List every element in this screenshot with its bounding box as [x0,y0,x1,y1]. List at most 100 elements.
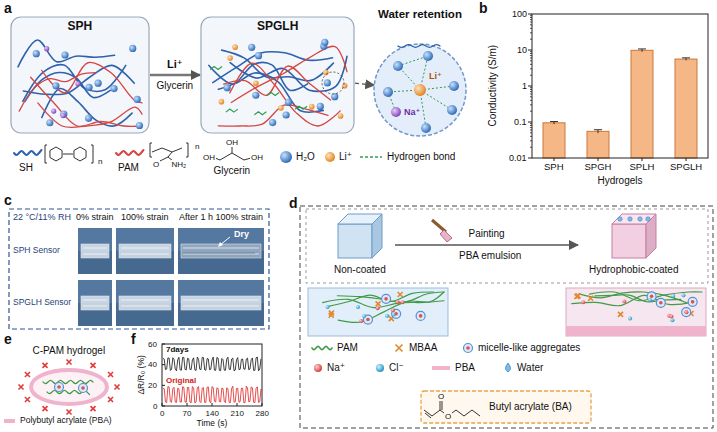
bond [425,413,431,418]
water-molecule [393,61,403,71]
tick [212,403,213,406]
tick [187,403,188,406]
legend-micelle [464,344,473,353]
tick-label: 40 [147,360,158,369]
panel-letter: a [3,0,13,16]
minor-tick [530,17,532,18]
signal-trace [163,386,261,403]
cube: Hydrophobic-coated [578,212,690,278]
plot-frame [162,344,262,406]
legend-label: PAM [117,162,140,174]
water-molecule [129,45,136,52]
minor-tick [530,129,532,130]
chloride-ion [670,318,674,322]
tick [528,86,532,87]
photo [78,280,112,326]
pam-chain [31,77,142,126]
micelle-core [81,386,85,390]
bond [440,401,441,410]
legend-sphere [376,364,384,372]
bar [587,131,609,158]
tick-label: 0 [159,409,165,418]
lithium-ion [278,105,284,111]
sh-chain [42,88,132,126]
arrow-label: PBA emulsion [458,250,522,262]
tick [162,385,165,386]
pba-marker [115,385,120,390]
water-molecule [449,81,459,91]
tick-label: 280 [255,409,270,418]
line-chart [162,344,262,406]
atom-label: OH [250,153,264,162]
sodium-ion [622,300,626,304]
box-outline [421,391,591,423]
edge-label: Li⁺ [166,58,184,71]
tick-label: 140 [205,409,220,418]
pba-marker [43,363,48,368]
minor-tick [530,53,532,54]
tick-label: 0 [152,402,158,411]
panel-letter: c [3,192,13,208]
node-label: After 1 h 100% strain [178,212,264,222]
electrode-wire [183,306,259,307]
legend-line [4,419,15,423]
category-label: SPLH [629,162,656,173]
water-drop [628,217,632,221]
water-molecule [46,119,53,126]
tick-label: 0.1 [513,117,528,127]
photo [178,280,264,326]
micelle [79,384,88,393]
electrode-wire [83,300,107,301]
micelle-core [419,314,423,318]
minor-tick [530,68,532,69]
water-molecule [283,111,290,118]
node-label: SPGLH [256,20,299,34]
hydrogel-box: SPH [10,16,150,134]
sodium-ion [359,319,363,323]
water-molecule [423,51,433,61]
pam-chain [338,292,444,322]
pba-marker [25,397,30,402]
tick [528,50,532,51]
bracket [45,145,93,163]
micelle-core [466,346,470,350]
node-label: Butyl acrylate (BA) [488,401,573,413]
glycerin-molecule [295,106,307,109]
sodium-ion [75,81,80,86]
micelle-core [684,310,688,314]
lithium-ion [253,80,259,86]
axis-title: Hydrogels [597,175,644,187]
chemical-structures [45,143,188,163]
legend-label: SH [18,162,34,174]
cube-front [612,224,646,258]
sh-chain [18,40,115,67]
chloride-ion [648,298,652,302]
tick-label: 20 [147,381,158,390]
axis-title: ΔR/R₀ (%) [136,354,146,395]
atom-label: OH [202,153,216,162]
legend-line [312,346,332,349]
electrode-wire [83,306,107,307]
lithium-ion [338,113,344,119]
water-molecule [321,39,328,46]
legend-label: Glycerin [213,165,252,177]
pam-chain [230,63,340,126]
water-molecule [269,119,276,126]
water-molecule [110,85,117,92]
node-label: SPGLH Sensor [12,298,72,308]
legend-sphere [314,364,322,372]
water-molecule [255,52,262,59]
sodium-ion [391,308,395,312]
connector [355,83,374,85]
sensor-strip [181,244,261,258]
photo [116,280,174,326]
water-molecule [252,92,259,99]
pam-chain [19,73,96,112]
micelle [55,383,64,392]
electrode-wire [183,248,259,249]
pam-chain [43,380,93,383]
tick [262,403,263,406]
zoom-circle: Water retention [368,6,472,138]
sodium-ion [44,46,49,51]
